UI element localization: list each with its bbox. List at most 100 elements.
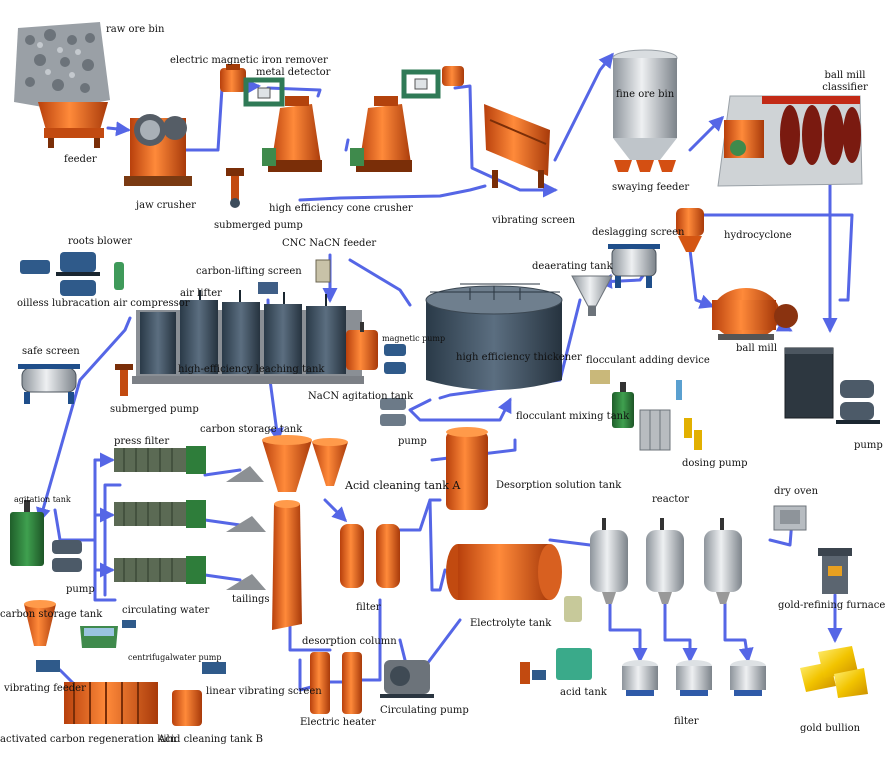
label-agitation-tank: agitation tank	[14, 495, 71, 504]
label-air-lifter: air lifter	[180, 288, 222, 299]
label-fine-ore-bin: fine ore bin	[616, 89, 675, 100]
label-gold-refining-furnace: gold-refining furnace	[778, 600, 886, 611]
reactor-1-machine	[590, 518, 628, 604]
label-ball-mill-classifier: ball mill classifier	[822, 70, 868, 93]
press-filter-1-machine	[114, 446, 206, 474]
nacn-agitation-tank-machine	[346, 322, 378, 370]
label-vibrating-screen: vibrating screen	[492, 215, 576, 226]
electric-heater-machine	[310, 652, 362, 714]
circulating-pump-machine	[380, 660, 434, 698]
label-submerged-pump-top: submerged pump	[214, 220, 303, 231]
carbon-storage-tank-top-machine	[262, 435, 348, 492]
fine-ore-bin-silo	[612, 49, 678, 160]
jaw-crusher-machine	[124, 114, 192, 186]
filter-right-2-machine	[676, 660, 712, 696]
label-flocculant-mixing-tank: flocculant mixing tank	[516, 411, 630, 422]
label-acid-cleaning-tank-a: Acid cleaning tank A	[345, 479, 461, 492]
label-desorption-solution-tank: Desorption solution tank	[496, 480, 622, 491]
submerged-pump-top-machine	[226, 168, 244, 208]
reactor-2-machine	[646, 518, 684, 604]
label-raw-ore-bin: raw ore bin	[106, 24, 165, 35]
water-tank-pool	[80, 620, 136, 648]
label-leaching-tank: high-efficiency leaching tank	[178, 364, 325, 375]
label-flocculant-adding-device: flocculant adding device	[586, 355, 710, 366]
raw-ore-bin	[14, 22, 110, 110]
label-compressor: oilless lubracation air compressor	[17, 298, 190, 309]
label-press-filter: press filter	[114, 436, 170, 447]
label-electric-heater: Electric heater	[300, 717, 376, 728]
label-linear-vibrating-screen: linear vibrating screen	[206, 686, 322, 697]
label-reactor: reactor	[652, 494, 690, 505]
filter-right-3-machine	[730, 660, 766, 696]
thickener-machine	[425, 283, 563, 390]
label-centrifugal-water-pump: centrifugalwater pump	[128, 653, 222, 662]
label-roots-blower: roots blower	[68, 236, 133, 247]
label-deaerating-tank: deaerating tank	[532, 261, 613, 272]
label-acid-tank: acid tank	[560, 687, 607, 698]
ball-mill-machine	[712, 288, 798, 340]
label-submerged-pump-mid: submerged pump	[110, 404, 199, 415]
dosing-pumps	[676, 380, 702, 450]
regeneration-kiln-machine	[64, 682, 158, 724]
label-dry-oven: dry oven	[774, 486, 819, 497]
label-thickener: high efficiency thickener	[456, 352, 582, 363]
pump-left-machine	[52, 540, 82, 572]
flocculant-box	[639, 409, 671, 451]
deslagging-screen-machine	[608, 244, 660, 288]
label-pump-mid: pump	[398, 436, 427, 447]
iron-remover-machine	[220, 64, 246, 92]
pump-right-machine	[836, 380, 880, 424]
flocculant-mixing-tank-machine	[612, 382, 634, 428]
label-acid-cleaning-tank-b: Acid cleaning tank B	[158, 734, 263, 745]
label-filter-mid: filter	[356, 602, 381, 613]
press-filter-3-machine	[114, 556, 206, 584]
feeder-machine	[38, 102, 108, 148]
magnetic-pumps	[384, 344, 406, 374]
deaerating-tank-machine	[571, 275, 613, 316]
label-feeder: feeder	[64, 154, 97, 165]
label-filter-right: filter	[674, 716, 699, 727]
acid-tank-machine	[520, 648, 592, 684]
dry-oven-machine	[773, 505, 807, 531]
roots-blower-machine	[20, 252, 124, 296]
label-pump-left: pump	[66, 584, 95, 595]
hydrocyclone-machine	[676, 208, 704, 252]
label-circulating-pump: Circulating pump	[380, 705, 469, 716]
tailings-piles	[226, 466, 266, 590]
sump-box	[784, 347, 834, 419]
desorption-solution-tank-machine	[446, 427, 488, 510]
electrolyte-tank-machine	[446, 544, 562, 600]
label-vibrating-feeder: vibrating feeder	[4, 683, 86, 694]
vibrating-screen-machine	[484, 104, 550, 188]
label-dosing-pump: dosing pump	[682, 458, 748, 469]
gold-refining-furnace-machine	[818, 548, 852, 594]
label-desorption-column: desorption column	[302, 636, 397, 647]
flocculant-adding-device-machine	[590, 370, 610, 384]
label-iron-remover: electric magnetic iron remover	[170, 55, 328, 66]
label-electrolyte-tank: Electrolyte tank	[470, 618, 552, 629]
label-swaying-feeder: swaying feeder	[612, 182, 690, 193]
submerged-pump-mid-machine	[115, 364, 133, 396]
label-circulating-water: circulating water	[122, 605, 210, 616]
cone-crusher-1-machine	[262, 96, 322, 172]
safe-screen-machine	[18, 364, 80, 404]
label-nacn-agitation-tank: NaCN agitation tank	[308, 391, 414, 402]
filter-right-1-machine	[622, 660, 658, 696]
label-carbon-lifting-screen: carbon-lifting screen	[196, 266, 302, 277]
metal-detector-2-machine	[401, 66, 464, 99]
label-gold-bullion: gold bullion	[800, 723, 861, 734]
cone-crusher-2-machine	[350, 96, 412, 172]
press-filter-2-machine	[114, 500, 206, 528]
leaching-tanks	[132, 290, 364, 384]
desorption-column-tall	[272, 500, 302, 630]
label-nacn-feeder: CNC NaCN feeder	[282, 238, 377, 249]
label-jaw-crusher: jaw crusher	[136, 200, 196, 211]
vibrating-feeder-machine	[36, 660, 60, 672]
label-regeneration-kiln: activated carbon regeneration kiln	[0, 734, 177, 745]
metal-detector-machine	[243, 77, 285, 107]
agitation-tank-machine	[10, 500, 44, 566]
label-safe-screen: safe screen	[22, 346, 80, 357]
ball-mill-classifier-machine	[717, 95, 863, 187]
label-metal-detector: metal detector	[256, 67, 331, 78]
gold-bullion-bars	[800, 646, 868, 698]
